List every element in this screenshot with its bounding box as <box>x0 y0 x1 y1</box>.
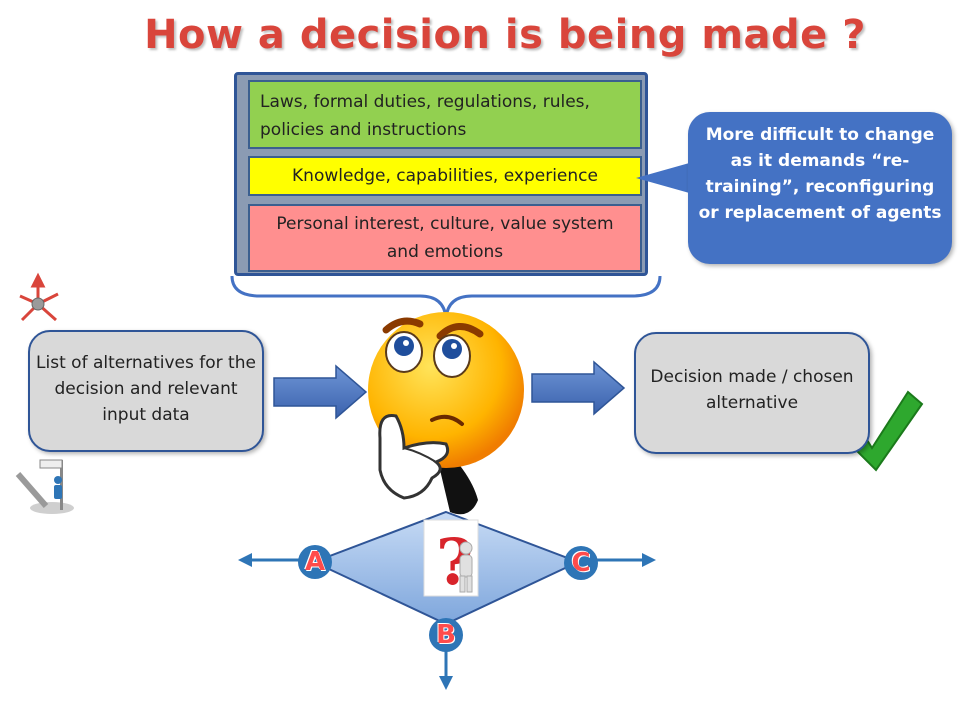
page-title: How a decision is being made ? <box>144 12 866 58</box>
person-at-signpost-icon <box>15 459 74 514</box>
input-alternatives-box: List of alternatives for the decision an… <box>28 330 264 452</box>
callout-note: More difficult to change as it demands “… <box>688 112 952 264</box>
option-b-arrowhead <box>439 676 453 690</box>
option-b-label: B <box>429 618 463 652</box>
person-thinking-emoji-icon <box>368 312 524 515</box>
personal-factor-band: Personal interest, culture, value system… <box>248 204 642 272</box>
decision-output-box: Decision made / chosen alternative <box>634 332 870 454</box>
question-mark-figure-icon: ? <box>423 519 479 600</box>
input-arrow <box>273 364 368 420</box>
grouping-brace <box>230 275 662 319</box>
option-a-label: A <box>298 545 332 579</box>
callout-pointer <box>636 160 700 196</box>
option-a-arrowhead <box>238 553 252 567</box>
knowledge-factor-band: Knowledge, capabilities, experience <box>248 156 642 196</box>
option-c-arrowhead <box>642 553 656 567</box>
laws-factor-band: Laws, formal duties, regulations, rules,… <box>248 80 642 149</box>
crossroads-arrows-icon <box>19 272 59 322</box>
option-c-label: C <box>564 546 598 580</box>
output-arrow <box>531 360 626 416</box>
